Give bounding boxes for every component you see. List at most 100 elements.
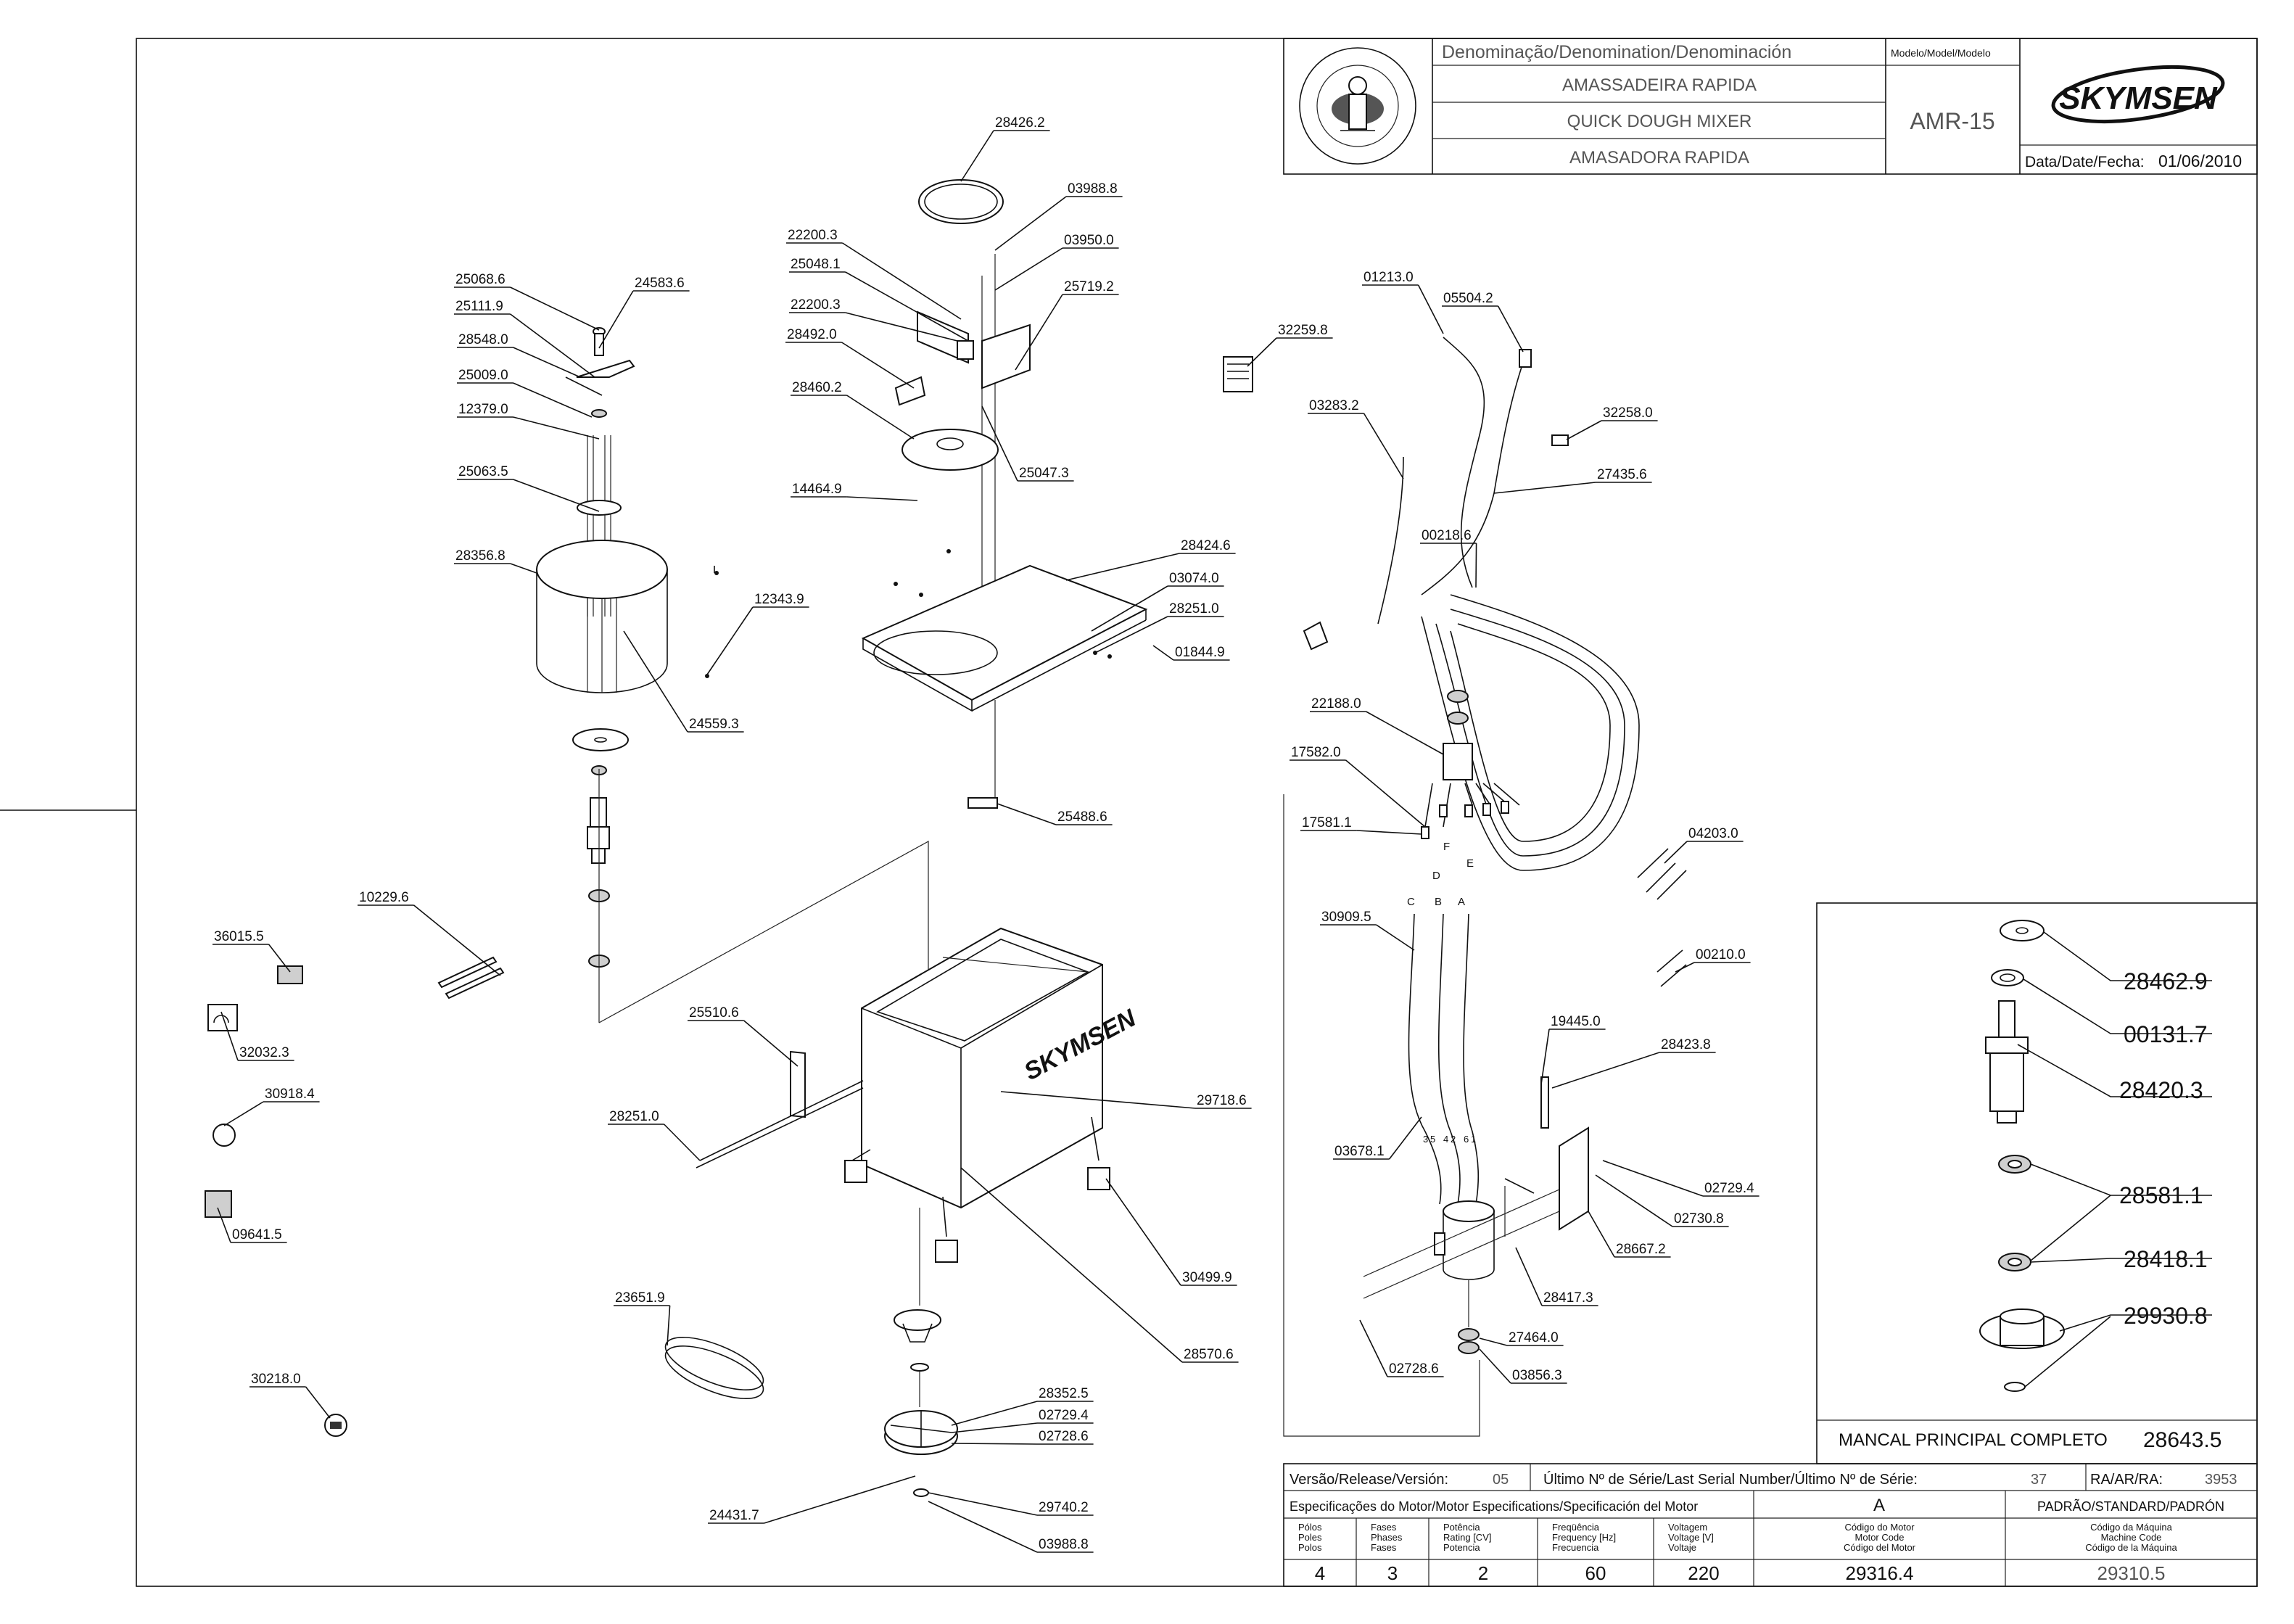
date-label: Data/Date/Fecha: [2025, 154, 2145, 170]
detail-part-1: 28462.9 [2124, 968, 2208, 994]
part-number-label: 36015.5 [214, 929, 264, 944]
callout-03988.8: 03988.8 [928, 1501, 1094, 1553]
part-number-label: 28667.2 [1616, 1242, 1666, 1257]
callout-29740.2: 29740.2 [928, 1492, 1094, 1516]
motor-spec-value-4: 220 [1688, 1562, 1719, 1584]
callout-28251.0: 28251.0 [1094, 601, 1224, 654]
part-number-label: 01213.0 [1363, 270, 1414, 285]
part-number-label: 30218.0 [251, 1372, 301, 1387]
callout-leader [951, 1422, 1038, 1433]
skymsen-logo: SKYMSEN [2051, 65, 2225, 123]
callout-10229.6: 10229.6 [358, 890, 501, 976]
part-number-label: 00210.0 [1696, 947, 1746, 963]
callout-leader [1479, 1337, 1508, 1346]
part-number-label: 09641.5 [232, 1227, 282, 1242]
part-number-label: 28423.8 [1661, 1037, 1711, 1052]
callout-30909.5: 30909.5 [1320, 910, 1415, 951]
callout-leader [217, 1207, 231, 1243]
version-value: 05 [1493, 1472, 1509, 1488]
part-number-label: 19445.0 [1551, 1014, 1601, 1029]
callout-03283.2: 03283.2 [1308, 398, 1404, 479]
part-number-label: 25009.0 [458, 368, 508, 383]
title-block: Denominação/Denomination/Denominación AM… [1283, 38, 2258, 175]
callout-leader [845, 271, 969, 342]
detail-part-2: 00131.7 [2124, 1021, 2208, 1047]
part-number-label: 25068.6 [455, 272, 506, 287]
callout-09641.5: 09641.5 [217, 1207, 287, 1243]
callout-12343.9: 12343.9 [706, 592, 809, 675]
callout-24583.6: 24583.6 [598, 276, 690, 349]
wire-letter-C: C [1407, 896, 1415, 908]
part-number-label: 28426.2 [995, 115, 1045, 131]
callout-leader [1602, 1160, 1704, 1197]
callout-leader [1551, 1052, 1660, 1089]
callout-leader [994, 247, 1063, 291]
callout-27464.0: 27464.0 [1479, 1330, 1564, 1346]
callout-leader [1479, 1348, 1511, 1384]
callout-01844.9: 01844.9 [1152, 645, 1230, 661]
callout-leader [223, 1101, 264, 1126]
callout-leader [1376, 924, 1415, 951]
callout-25047.3: 25047.3 [981, 405, 1074, 482]
callout-leader [706, 606, 754, 675]
callout-leader [1588, 1211, 1615, 1258]
callout-02728.6: 02728.6 [1359, 1319, 1444, 1377]
part-number-label: 28251.0 [609, 1109, 659, 1124]
callout-leader [845, 312, 958, 342]
part-number-label: 00218.6 [1422, 528, 1472, 543]
callout-leader [1493, 482, 1596, 494]
standard-code: A [1873, 1496, 1885, 1515]
detail-title: MANCAL PRINCIPAL COMPLETO [1839, 1430, 2108, 1450]
callout-leader [513, 382, 593, 418]
part-number-label: 25063.5 [458, 464, 508, 479]
callout-03988.8: 03988.8 [994, 181, 1123, 251]
wire-number-6: 6 [1464, 1134, 1469, 1145]
part-number-label: 28251.0 [1169, 601, 1219, 617]
callout-leader [1152, 645, 1174, 661]
part-number-label: 29718.6 [1197, 1093, 1247, 1108]
callout-32259.8: 32259.8 [1247, 323, 1333, 367]
callout-00210.0: 00210.0 [1675, 947, 1751, 973]
callout-leader [513, 479, 600, 512]
version-label: Versão/Release/Versión: [1290, 1472, 1448, 1488]
part-number-label: 10229.6 [359, 890, 409, 905]
part-number-label: 02729.4 [1704, 1181, 1754, 1196]
callout-23651.9: 23651.9 [614, 1290, 671, 1346]
part-number-label: 03856.3 [1512, 1368, 1562, 1383]
part-number-label: 32032.3 [239, 1045, 289, 1060]
part-number-label: 02730.8 [1674, 1211, 1724, 1227]
callout-19445.0: 19445.0 [1540, 1014, 1606, 1085]
release-block: Versão/Release/Versión: 05 Último Nº de … [1283, 1463, 2258, 1587]
wire-letter-E: E [1466, 857, 1474, 870]
model-value: AMR-15 [1910, 108, 1994, 134]
authorized-service-seal [1299, 47, 1416, 165]
callout-leader [667, 1305, 671, 1346]
callout-03856.3: 03856.3 [1479, 1348, 1567, 1384]
callout-32258.0: 32258.0 [1566, 405, 1658, 440]
part-number-label: 28417.3 [1543, 1290, 1593, 1306]
callout-leader [664, 1124, 701, 1161]
callout-leader [841, 342, 915, 389]
callout-25111.9: 25111.9 [454, 299, 595, 378]
callout-25063.5: 25063.5 [457, 464, 600, 512]
callout-03074.0: 03074.0 [1091, 571, 1224, 632]
callout-leader [510, 563, 537, 574]
callout-leader [510, 287, 600, 331]
callout-29718.6: 29718.6 [1000, 1091, 1252, 1109]
part-number-label: 28424.6 [1181, 538, 1231, 553]
callout-leader [1356, 830, 1422, 835]
serial-label: Último Nº de Série/Last Serial Number/Úl… [1543, 1471, 1918, 1488]
part-number-label: 17582.0 [1291, 745, 1341, 760]
callout-24431.7: 24431.7 [708, 1475, 916, 1524]
callout-25510.6: 25510.6 [688, 1005, 799, 1067]
callout-leader [1540, 1029, 1550, 1085]
part-number-label: 25510.6 [689, 1005, 739, 1021]
callout-28460.2: 28460.2 [791, 380, 915, 440]
callout-leader [305, 1386, 331, 1419]
callout-12379.0: 12379.0 [457, 402, 600, 440]
callout-28356.8: 28356.8 [454, 548, 537, 574]
callout-02729.4: 02729.4 [1602, 1160, 1759, 1197]
